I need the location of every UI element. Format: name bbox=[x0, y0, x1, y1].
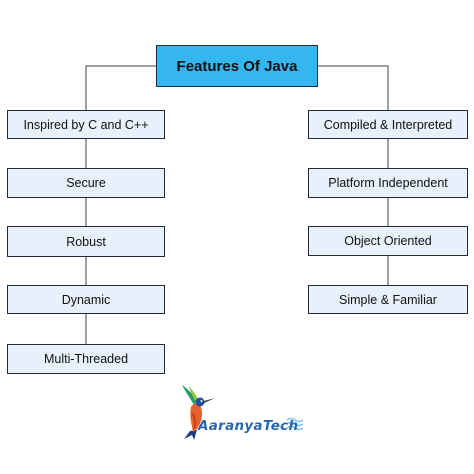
connector-root-right bbox=[318, 65, 389, 110]
feature-node-robust: Robust bbox=[7, 226, 165, 257]
aaranyatech-logo bbox=[178, 383, 308, 441]
feature-node-multithreaded: Multi-Threaded bbox=[7, 344, 165, 374]
feature-node-object-oriented: Object Oriented bbox=[308, 226, 468, 256]
feature-node-secure: Secure bbox=[7, 168, 165, 198]
logo-wordmark: AaranyaTech bbox=[198, 418, 299, 434]
feature-node-simple: Simple & Familiar bbox=[308, 285, 468, 314]
feature-node-inspired: Inspired by C and C++ bbox=[7, 110, 165, 139]
feature-node-compiled: Compiled & Interpreted bbox=[308, 110, 468, 139]
hummingbird-icon bbox=[182, 385, 215, 440]
connector-root-left bbox=[85, 65, 156, 110]
wave-icon bbox=[286, 417, 304, 431]
root-node-title: Features Of Java bbox=[156, 45, 318, 87]
feature-node-dynamic: Dynamic bbox=[7, 285, 165, 314]
feature-node-platform: Platform Independent bbox=[308, 168, 468, 198]
